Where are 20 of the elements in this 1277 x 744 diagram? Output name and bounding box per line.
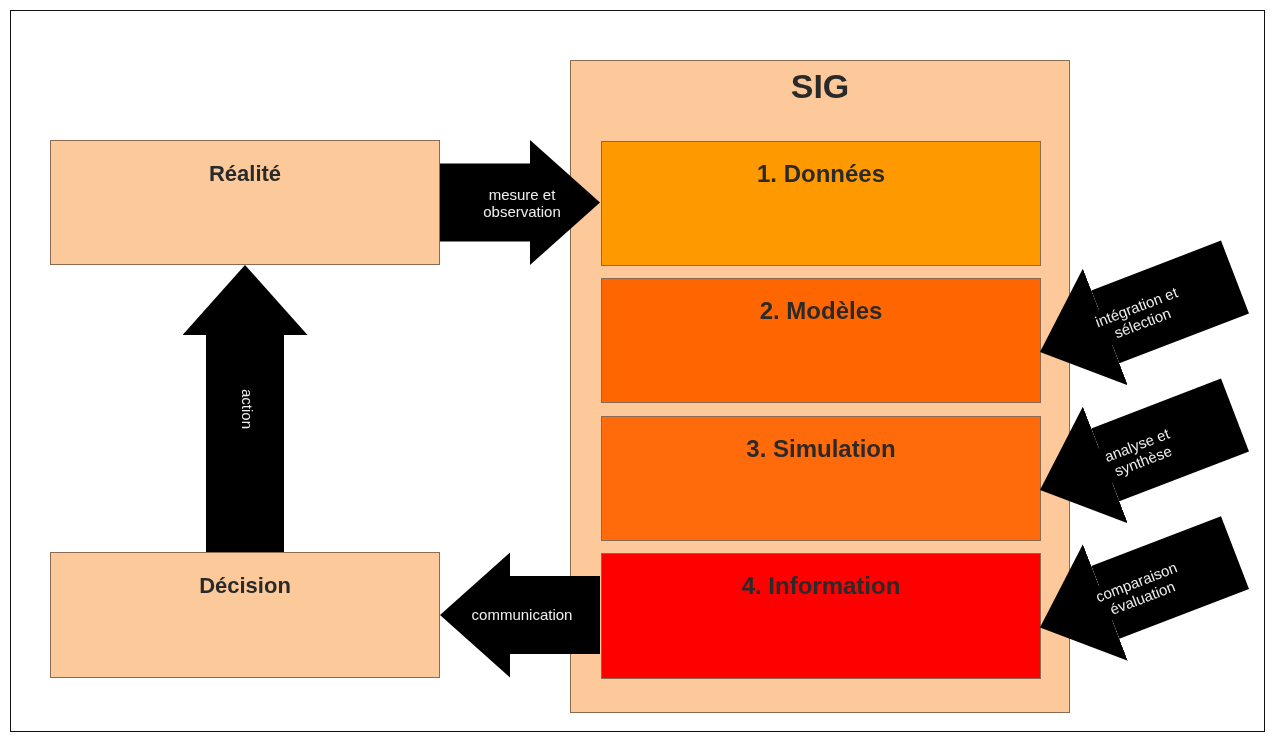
process-box	[601, 553, 1041, 679]
process-box	[50, 140, 440, 265]
box-label: 2. Modèles	[759, 297, 883, 325]
block-arrow	[1040, 378, 1249, 524]
box-label: 4. Information	[741, 572, 901, 600]
block-arrow	[1040, 240, 1249, 386]
box-label: Décision	[199, 573, 291, 599]
process-box	[50, 552, 440, 678]
block-arrow	[1040, 516, 1249, 661]
box-label: Réalité	[208, 161, 282, 187]
box-label: 1. Données	[756, 160, 885, 188]
group-box	[570, 60, 1070, 713]
block-arrow	[440, 552, 600, 678]
process-box	[601, 278, 1041, 403]
process-box	[601, 141, 1041, 266]
group-title: SIG	[790, 67, 850, 106]
block-arrow	[440, 140, 600, 265]
process-box	[601, 416, 1041, 541]
block-arrow	[182, 265, 308, 552]
box-label: 3. Simulation	[746, 435, 896, 463]
